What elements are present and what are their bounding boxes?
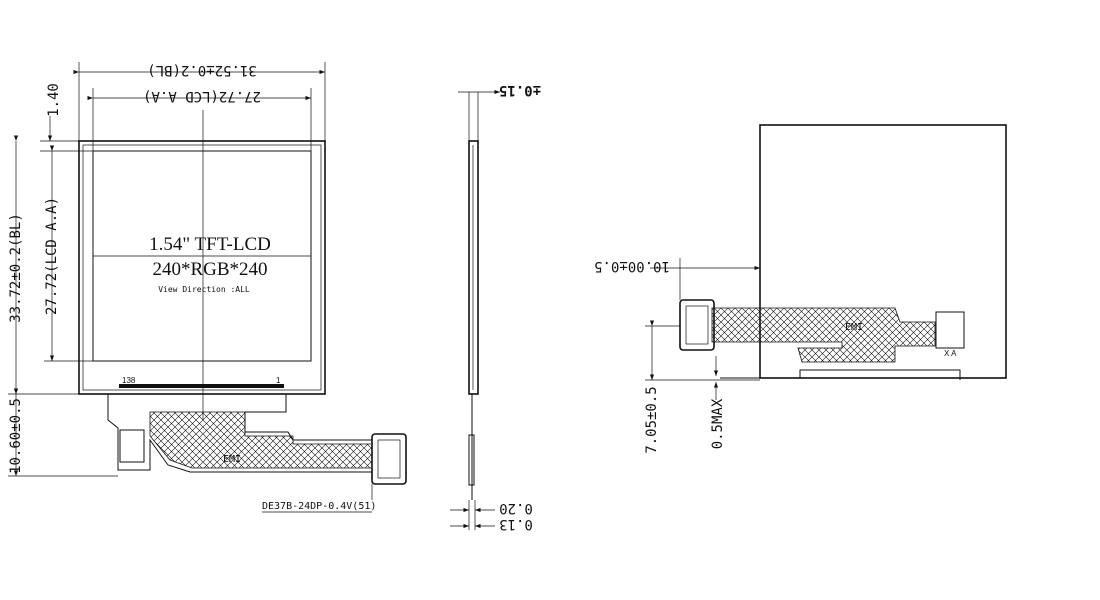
back-view: EMI X A 10.00±0.5 7.05±0.5 0.5MAX — [594, 124, 1007, 454]
dim-offset: 10.00±0.5 — [594, 258, 670, 274]
dim-thickness-a: 0.20 — [499, 500, 533, 516]
dim-fpc-height: 7.05±0.5 — [644, 386, 660, 453]
backlight-outline — [78, 140, 326, 395]
view-direction: View Direction :ALL — [158, 285, 250, 294]
back-connector-left — [679, 299, 715, 351]
board-connector-pins — [377, 439, 401, 479]
back-panel-hatch — [759, 124, 1007, 379]
fpc-left-connector — [119, 429, 145, 463]
back-emi-label: EMI — [845, 322, 863, 333]
lcd-resolution: 240*RGB*240 — [152, 259, 267, 280]
dim-aa-width: 27.72(LCD A.A) — [143, 88, 261, 104]
dim-fpc-length: 10.60±0.5 — [8, 398, 24, 474]
lcd-title: 1.54" TFT-LCD — [149, 234, 271, 255]
fpc-emi-label: EMI — [223, 454, 241, 465]
front-view: 1.54" TFT-LCD 240*RGB*240 View Direction… — [8, 62, 407, 513]
dim-top-margin: 1.40 — [46, 83, 62, 117]
dim-max: 0.5MAX — [710, 398, 726, 449]
dim-bl-height: 33.72±0.2(BL) — [8, 213, 24, 323]
back-connector-right — [935, 311, 965, 349]
dim-aa-height: 27.72(LCD A.A) — [44, 197, 60, 315]
back-fpc-emi — [711, 307, 936, 363]
dim-thickness-b: 0.13 — [499, 516, 533, 532]
pin-start-label: 138 — [122, 376, 136, 385]
glass-outline — [82, 144, 322, 391]
board-connector — [371, 433, 407, 485]
side-view: ±0.15 0.20 0.13 — [450, 82, 541, 532]
connector-label: DE37B-24DP-0.4V(51) — [262, 501, 376, 512]
side-panel-body — [468, 140, 479, 395]
back-connector-mark: X A — [944, 349, 957, 358]
pin-end-label: 1 — [276, 376, 281, 385]
pin-strip — [119, 384, 284, 388]
side-connector — [468, 434, 475, 486]
dim-bl-width: 31.52±0.2(BL) — [147, 62, 257, 78]
dim-top-tolerance: ±0.15 — [499, 82, 541, 98]
